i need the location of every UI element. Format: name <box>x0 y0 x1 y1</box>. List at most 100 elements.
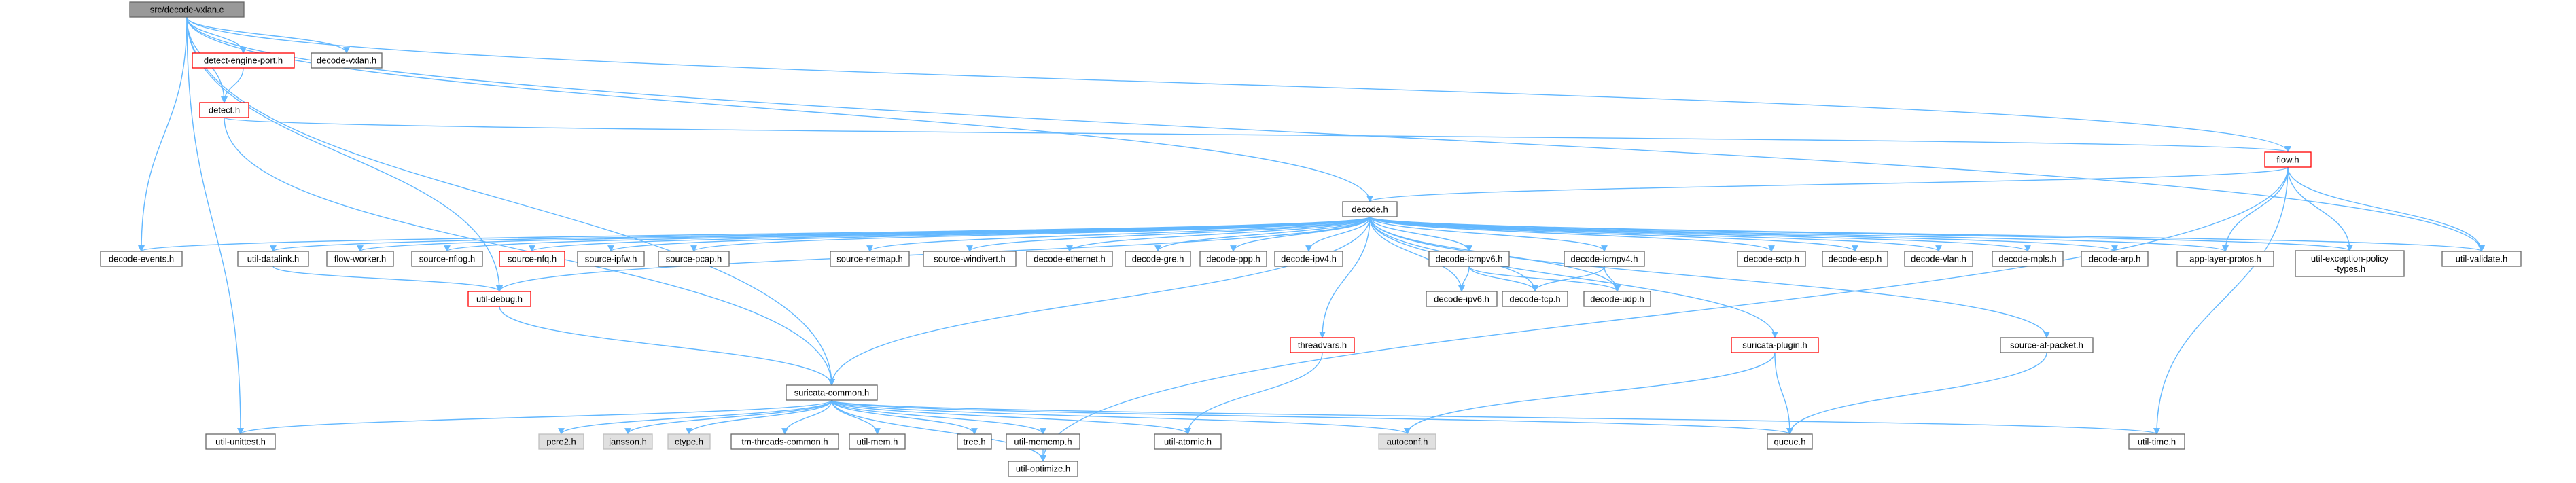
node-box-decode-ethernet <box>1026 251 1113 267</box>
node-source-nfq[interactable]: source-nfq.h <box>499 251 565 267</box>
node-decode-mpls[interactable]: decode-mpls.h <box>1992 251 2064 267</box>
edge-detect-to-flow <box>224 117 2291 153</box>
node-decode-ipv4[interactable]: decode-ipv4.h <box>1274 251 1343 267</box>
node-label-suricata-plugin: suricata-plugin.h <box>1742 340 1807 351</box>
node-decode-icmpv4[interactable]: decode-icmpv4.h <box>1564 251 1645 267</box>
edge-util-debug-to-suricata-common <box>499 306 835 386</box>
node-decode-ppp[interactable]: decode-ppp.h <box>1199 251 1267 267</box>
node-label-util-debug: util-debug.h <box>476 294 523 304</box>
node-box-decode-icmpv4 <box>1564 251 1645 267</box>
edge-decode-to-decode-gre <box>1154 216 1371 252</box>
node-pcre2[interactable]: pcre2.h <box>538 433 584 450</box>
edge-decode-to-suricata-plugin <box>1369 216 1778 338</box>
edge-root-to-decode-events <box>138 16 188 252</box>
edge-decode-icmpv4-to-decode-udp <box>1604 266 1621 292</box>
edge-decode-to-decode-sctp <box>1369 216 1775 252</box>
node-root[interactable]: src/decode-vxlan.c <box>129 1 245 18</box>
node-detect[interactable]: detect.h <box>199 102 249 118</box>
node-label-source-af-packet: source-af-packet.h <box>2010 340 2083 351</box>
node-decode-events[interactable]: decode-events.h <box>100 251 183 267</box>
node-box-ctype <box>667 433 711 450</box>
node-flow-worker[interactable]: flow-worker.h <box>326 251 394 267</box>
node-label-root: src/decode-vxlan.c <box>150 5 224 15</box>
node-util-exception-policy-types[interactable]: util-exception-policy-types.h <box>2295 250 2405 277</box>
node-decode-vlan[interactable]: decode-vlan.h <box>1904 251 1973 267</box>
node-label-decode-arp: decode-arp.h <box>2089 254 2141 264</box>
node-box-suricata-common <box>786 384 878 401</box>
edge-decode-to-util-datalink <box>270 216 1371 252</box>
node-util-mem[interactable]: util-mem.h <box>849 433 906 450</box>
node-decode-icmpv6[interactable]: decode-icmpv6.h <box>1428 251 1510 267</box>
node-box-util-unittest <box>205 433 276 450</box>
node-source-nflog[interactable]: source-nflog.h <box>411 251 483 267</box>
edge-decode-to-decode-icmpv4 <box>1369 216 1608 252</box>
node-box-source-pcap <box>658 251 730 267</box>
node-app-layer-protos[interactable]: app-layer-protos.h <box>2176 251 2274 267</box>
node-decode-udp[interactable]: decode-udp.h <box>1583 291 1651 307</box>
node-source-netmap[interactable]: source-netmap.h <box>830 251 910 267</box>
node-util-atomic[interactable]: util-atomic.h <box>1154 433 1222 450</box>
node-decode-gre[interactable]: decode-gre.h <box>1125 251 1191 267</box>
node-box-decode-ipv4 <box>1274 251 1343 267</box>
node-detect-engine-port[interactable]: detect-engine-port.h <box>192 52 295 69</box>
node-util-validate[interactable]: util-validate.h <box>2441 251 2522 267</box>
node-util-optimize[interactable]: util-optimize.h <box>1008 461 1078 477</box>
edge-layer <box>138 16 2485 462</box>
node-flow[interactable]: flow.h <box>2264 151 2312 168</box>
node-label-decode: decode.h <box>1352 204 1388 215</box>
node-decode-ipv6[interactable]: decode-ipv6.h <box>1426 291 1498 307</box>
node-tm-threads-common[interactable]: tm-threads-common.h <box>730 433 839 450</box>
edge-flow-to-util-time <box>2153 166 2289 435</box>
node-decode[interactable]: decode.h <box>1342 201 1398 217</box>
node-suricata-common[interactable]: suricata-common.h <box>786 384 878 401</box>
node-queue[interactable]: queue.h <box>1767 433 1813 450</box>
node-label-flow: flow.h <box>2276 155 2299 165</box>
node-box-root <box>129 1 245 18</box>
node-box-suricata-plugin <box>1731 337 1819 353</box>
node-label-detect: detect.h <box>209 105 240 115</box>
node-box-util-memcmp <box>1006 433 1080 450</box>
node-box-tree <box>957 433 992 450</box>
node-label-decode-esp: decode-esp.h <box>1829 254 1882 264</box>
node-suricata-plugin[interactable]: suricata-plugin.h <box>1731 337 1819 353</box>
node-decode-sctp[interactable]: decode-sctp.h <box>1737 251 1806 267</box>
node-box-autoconf <box>1378 433 1436 450</box>
node-box-source-af-packet <box>2000 337 2094 353</box>
edge-suricata-common-to-autoconf <box>831 399 1411 435</box>
node-util-time[interactable]: util-time.h <box>2128 433 2185 450</box>
node-source-pcap[interactable]: source-pcap.h <box>658 251 730 267</box>
node-tree[interactable]: tree.h <box>957 433 992 450</box>
edge-suricata-common-to-pcre2 <box>558 399 832 435</box>
edge-root-to-decode-vxlan-h <box>186 16 350 54</box>
node-threadvars[interactable]: threadvars.h <box>1290 337 1355 353</box>
edge-decode-to-suricata-common <box>828 216 1371 386</box>
node-util-memcmp[interactable]: util-memcmp.h <box>1006 433 1080 450</box>
node-box-decode-vlan <box>1904 251 1973 267</box>
node-jansson[interactable]: jansson.h <box>603 433 653 450</box>
node-decode-tcp[interactable]: decode-tcp.h <box>1502 291 1568 307</box>
edge-threadvars-to-util-atomic <box>1184 352 1323 435</box>
node-autoconf[interactable]: autoconf.h <box>1378 433 1436 450</box>
node-source-windivert[interactable]: source-windivert.h <box>923 251 1017 267</box>
edge-decode-to-decode-ipv6 <box>1369 216 1465 292</box>
edge-decode-to-source-netmap <box>866 216 1371 252</box>
node-box-source-netmap <box>830 251 910 267</box>
node-decode-arp[interactable]: decode-arp.h <box>2081 251 2149 267</box>
node-decode-ethernet[interactable]: decode-ethernet.h <box>1026 251 1113 267</box>
node-decode-vxlan-h[interactable]: decode-vxlan.h <box>311 52 383 69</box>
node-label-decode-ipv6: decode-ipv6.h <box>1434 294 1489 304</box>
node-box-decode-arp <box>2081 251 2149 267</box>
node-util-debug[interactable]: util-debug.h <box>467 291 531 307</box>
node-label-decode-events: decode-events.h <box>109 254 174 264</box>
node-source-ipfw[interactable]: source-ipfw.h <box>577 251 645 267</box>
node-util-datalink[interactable]: util-datalink.h <box>237 251 309 267</box>
node-util-unittest[interactable]: util-unittest.h <box>205 433 276 450</box>
node-decode-esp[interactable]: decode-esp.h <box>1822 251 1888 267</box>
node-box-decode <box>1342 201 1398 217</box>
node-box-decode-ppp <box>1199 251 1267 267</box>
node-label-decode-mpls: decode-mpls.h <box>1998 254 2056 264</box>
node-ctype[interactable]: ctype.h <box>667 433 711 450</box>
edge-root-to-flow <box>186 16 2291 153</box>
node-label-source-windivert: source-windivert.h <box>934 254 1006 264</box>
node-source-af-packet[interactable]: source-af-packet.h <box>2000 337 2094 353</box>
